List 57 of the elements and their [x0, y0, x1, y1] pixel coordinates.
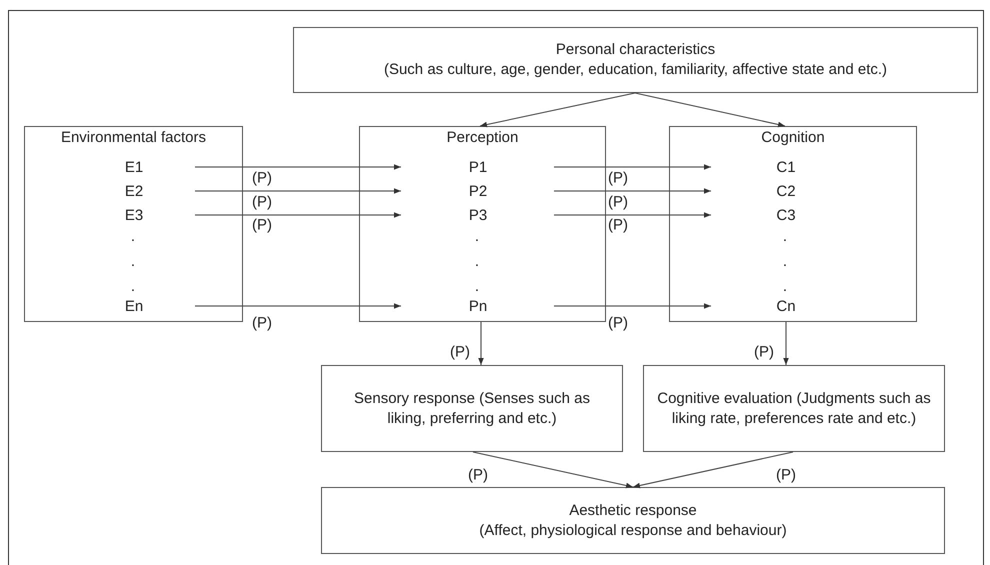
- edge-label: (P): [467, 466, 489, 484]
- box-heading: Perception: [446, 128, 518, 148]
- ellipsis-dot: .: [130, 280, 136, 294]
- arrow: [554, 212, 712, 218]
- arrow: [554, 164, 712, 170]
- arrow: [632, 452, 794, 488]
- ellipsis-dot: .: [474, 255, 480, 269]
- arrow: [554, 303, 712, 309]
- arrow: [194, 212, 402, 218]
- item-label: E2: [72, 181, 196, 203]
- edge-label: (P): [607, 216, 629, 234]
- ellipsis-dot: .: [782, 280, 788, 294]
- ellipsis-dot: .: [782, 230, 788, 244]
- edge-label: (P): [607, 194, 629, 210]
- arrow: [634, 92, 786, 128]
- item-label: C2: [711, 181, 861, 203]
- edge-label: (P): [251, 170, 273, 186]
- edge-label: (P): [775, 466, 797, 484]
- ellipsis-dot: .: [474, 280, 480, 294]
- edge-label: (P): [251, 194, 273, 210]
- item-label: P3: [401, 205, 555, 227]
- text-box: Personal characteristics (Such as culture, age, gender, education, familiarity, affective state and etc.): [293, 27, 978, 93]
- arrow: [472, 452, 634, 488]
- item-label: C3: [711, 205, 861, 227]
- edge-label: (P): [251, 314, 273, 332]
- item-label: E1: [72, 157, 196, 179]
- arrow: [554, 188, 712, 194]
- group-box: [24, 126, 243, 322]
- edge-label: (P): [607, 314, 629, 332]
- text-box: Aesthetic response (Affect, physiological response and behaviour): [321, 487, 945, 554]
- arrow: [478, 322, 484, 366]
- text-box: Cognitive evaluation (Judgments such as liking rate, preferences rate and etc.): [643, 365, 945, 452]
- ellipsis-dot: .: [474, 230, 480, 244]
- edge-label: (P): [753, 344, 775, 360]
- edge-label: (P): [251, 216, 273, 234]
- ellipsis-dot: .: [130, 255, 136, 269]
- item-label: Pn: [401, 296, 555, 318]
- arrow: [194, 188, 402, 194]
- arrow: [194, 164, 402, 170]
- arrow: [194, 303, 402, 309]
- item-label: P1: [401, 157, 555, 179]
- ellipsis-dot: .: [130, 230, 136, 244]
- box-heading: Cognition: [761, 128, 825, 148]
- ellipsis-dot: .: [782, 255, 788, 269]
- edge-label: (P): [449, 344, 471, 360]
- item-label: Cn: [711, 296, 861, 318]
- arrow: [783, 322, 789, 366]
- item-label: P2: [401, 181, 555, 203]
- item-label: En: [72, 296, 196, 318]
- text-box: Sensory response (Senses such as liking, preferring and etc.): [321, 365, 623, 452]
- group-box: [359, 126, 606, 322]
- edge-label: (P): [607, 170, 629, 186]
- item-label: E3: [72, 205, 196, 227]
- box-heading: Environmental factors: [60, 128, 206, 148]
- group-box: [669, 126, 917, 322]
- item-label: C1: [711, 157, 861, 179]
- arrow: [480, 92, 636, 128]
